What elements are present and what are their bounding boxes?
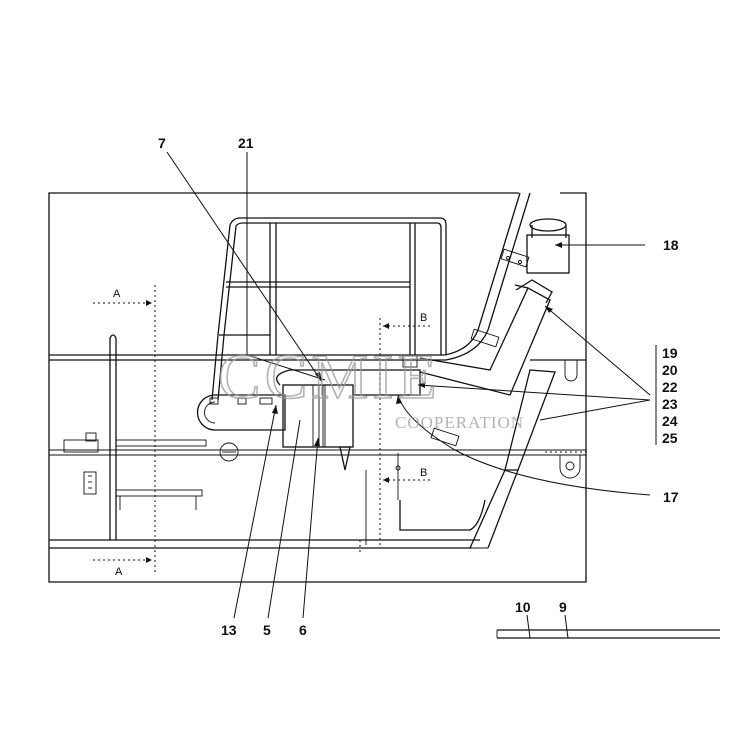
callout-22: 22 [662, 379, 678, 395]
callout-24: 24 [662, 413, 678, 429]
callout-23: 23 [662, 396, 678, 412]
callout-21: 21 [238, 135, 254, 151]
callout-25: 25 [662, 430, 678, 446]
section-b-top-label: B [420, 312, 427, 324]
leader-lines [166, 151, 657, 619]
watermark-main-text: CCMIE [218, 341, 441, 412]
exhaust-pipe [419, 218, 570, 447]
callout-10: 10 [515, 599, 531, 615]
air-intake-assembly [196, 354, 421, 471]
callout-20: 20 [662, 362, 678, 378]
drawing-frame [48, 192, 587, 583]
callout-7: 7 [158, 135, 166, 151]
ladder [63, 334, 207, 540]
callout-19: 19 [662, 345, 678, 361]
handrail [211, 217, 447, 401]
section-lines [93, 285, 433, 575]
callout-9: 9 [559, 599, 567, 615]
callout-18: 18 [663, 237, 679, 253]
inset-strip [496, 614, 720, 639]
watermark: CCMIE COOPERATION [217, 340, 524, 432]
callout-5: 5 [263, 622, 271, 638]
callout-17: 17 [663, 489, 679, 505]
section-a-bottom-label: A [115, 566, 123, 578]
section-a-top-label: A [113, 288, 121, 300]
section-b-bottom-label: B [420, 467, 427, 479]
watermark-sub-text: COOPERATION [395, 413, 524, 432]
callout-13: 13 [221, 622, 237, 638]
callout-6: 6 [299, 622, 307, 638]
